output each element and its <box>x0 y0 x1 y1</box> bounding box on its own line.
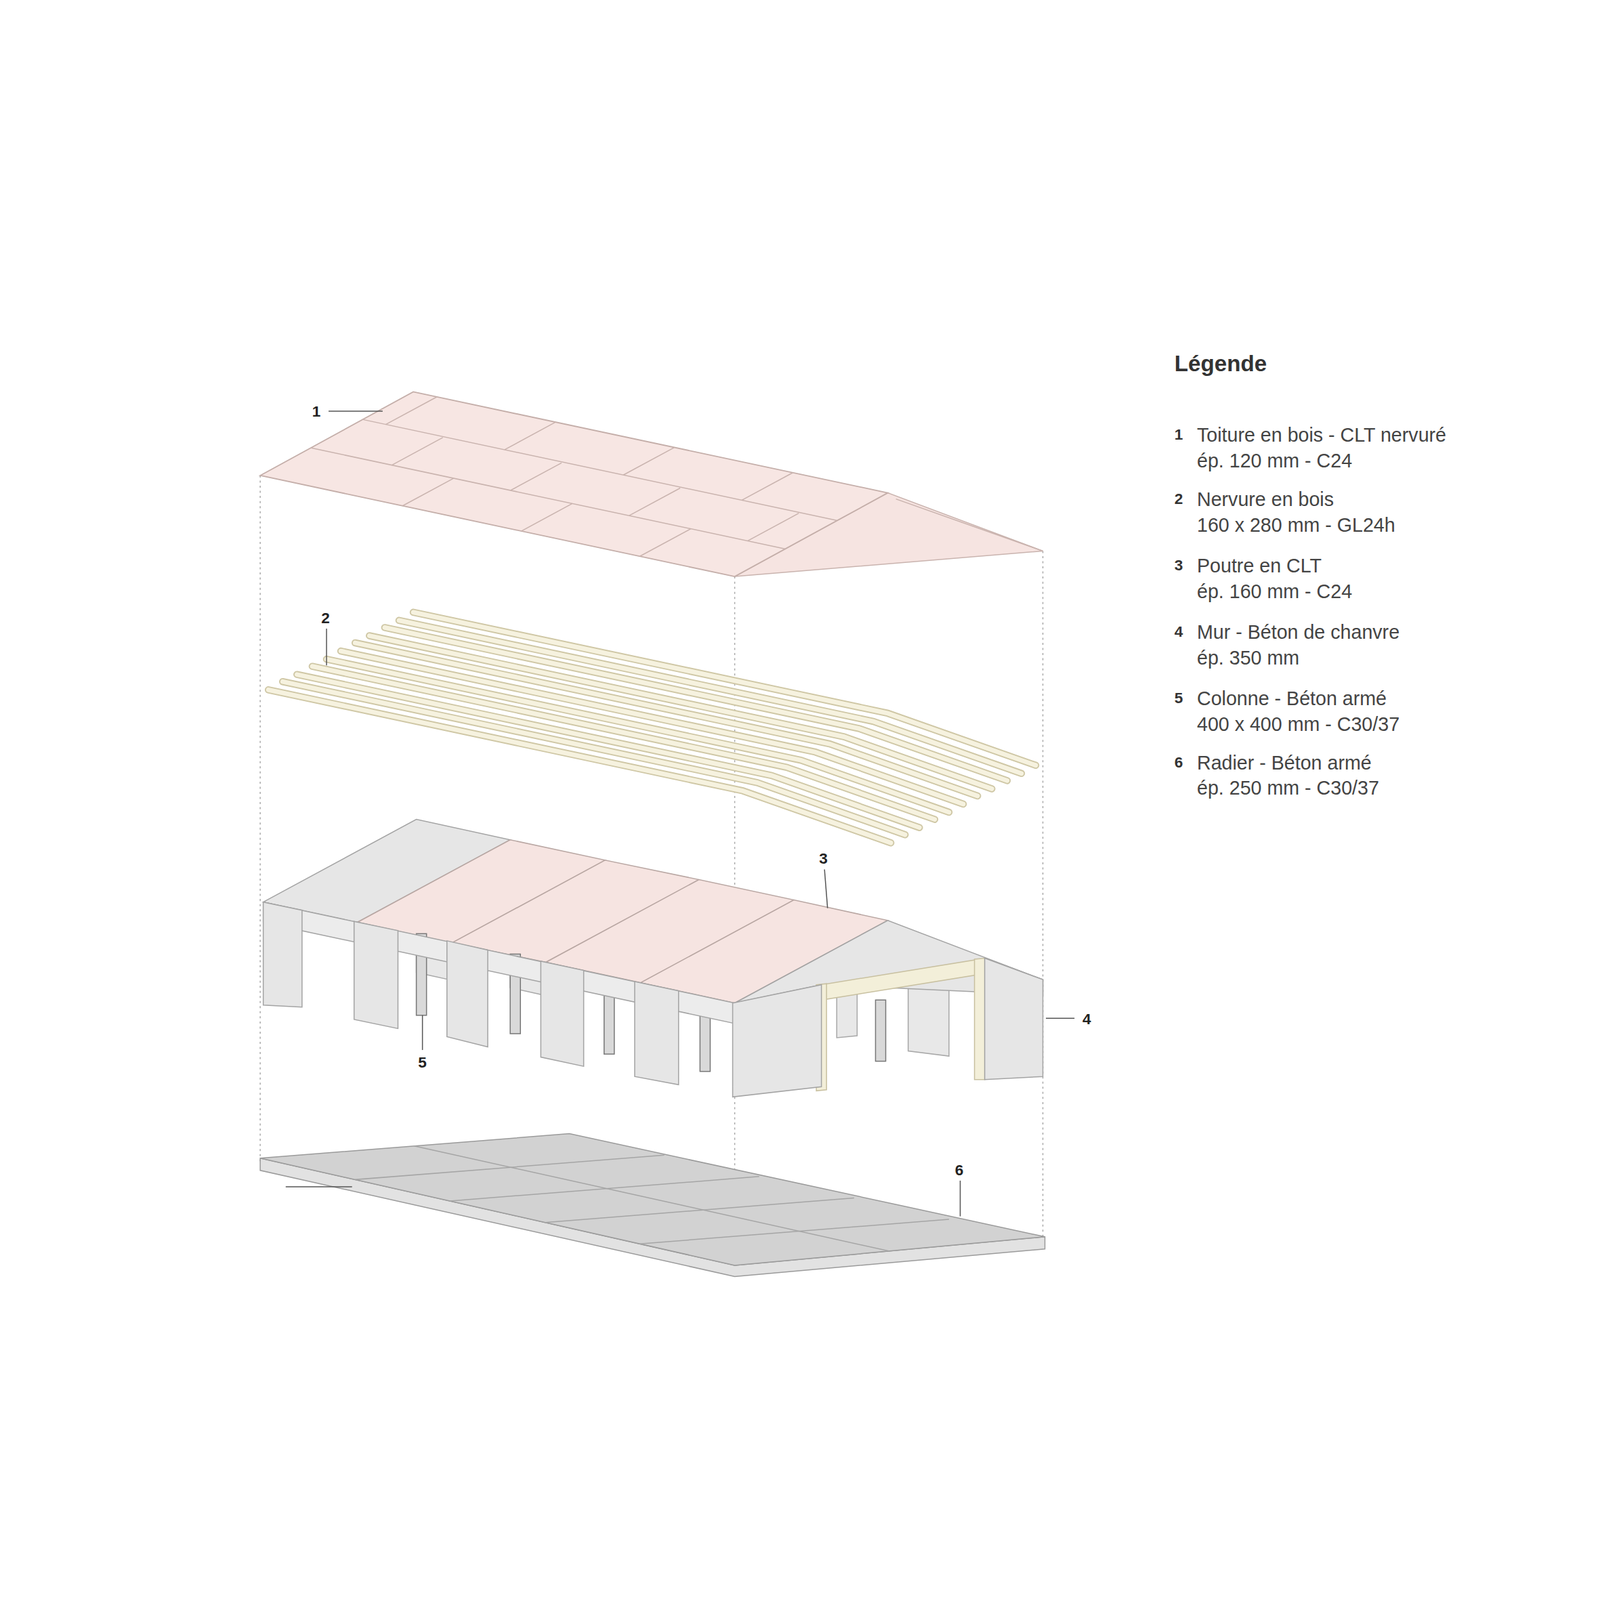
callout-number: 4 <box>1082 1010 1092 1027</box>
callout-number: 2 <box>321 609 330 626</box>
legend-title: Légende <box>1174 350 1267 378</box>
concrete-slab <box>260 1133 1045 1277</box>
legend-text: Nervure en bois 160 x 280 mm - GL24h <box>1196 487 1396 538</box>
roof-clt <box>260 391 1043 577</box>
legend-text: Colonne - Béton armé 400 x 400 mm - C30/… <box>1196 685 1400 737</box>
legend-number: 1 <box>1174 421 1184 448</box>
callout-number: 3 <box>818 850 828 867</box>
projection-lines <box>260 475 1043 1266</box>
callout-number: 6 <box>955 1161 964 1178</box>
legend-number: 5 <box>1174 684 1184 711</box>
wall-frame-layer <box>263 819 1044 1098</box>
legend-number: 4 <box>1174 618 1184 645</box>
leader-lines <box>285 411 1075 1217</box>
legend-text: Toiture en bois - CLT nervuré ép. 120 mm… <box>1196 422 1447 474</box>
callout-number: 1 <box>312 403 322 420</box>
legend-text: Mur - Béton de chanvre ép. 350 mm <box>1196 619 1400 670</box>
timber-ribs <box>268 612 1036 843</box>
legend-text: Poutre en CLT ép. 160 mm - C24 <box>1196 552 1353 604</box>
legend-number: 6 <box>1174 749 1184 775</box>
legend-text: Radier - Béton armé ép. 250 mm - C30/37 <box>1196 749 1380 801</box>
legend-number: 3 <box>1174 552 1184 578</box>
callout-number: 5 <box>417 1054 427 1071</box>
legend-number: 2 <box>1174 485 1184 512</box>
